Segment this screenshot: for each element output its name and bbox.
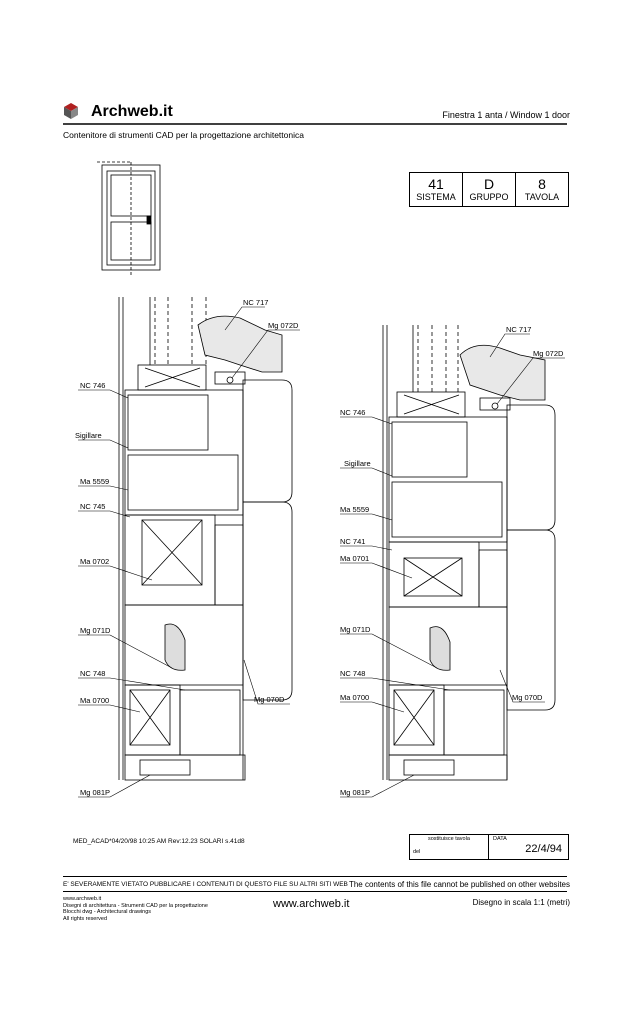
left-label-nc717: NC 717 xyxy=(243,298,269,307)
sistema-value: 41 xyxy=(428,176,444,192)
site-title: Archweb.it xyxy=(91,103,173,120)
table-cell-tavola: 8 TAVOLA xyxy=(515,173,568,206)
right-label-nc717: NC 717 xyxy=(506,325,532,334)
left-label-ma0700: Ma 0700 xyxy=(80,696,110,705)
header-subtitle: Contenitore di strumenti CAD per la prog… xyxy=(63,130,304,140)
del-label: del xyxy=(413,849,421,855)
data-label: DATA xyxy=(493,836,507,842)
section-left xyxy=(118,297,293,781)
right-label-mg081p: Mg 081P xyxy=(340,788,371,797)
left-label-sigillare: Sigillare xyxy=(75,431,102,440)
left-label-mg071d: Mg 071D xyxy=(80,626,111,635)
warning-english: The contents of this file cannot be publ… xyxy=(348,880,570,889)
archweb-logo xyxy=(64,103,78,119)
footer-rule-bottom xyxy=(63,891,567,892)
tavola-label: TAVOLA xyxy=(524,192,560,202)
right-label-nc748: NC 748 xyxy=(340,669,366,678)
footer-rule-top xyxy=(63,876,567,877)
gruppo-value: D xyxy=(483,176,495,192)
right-label-mg070d: Mg 070D xyxy=(512,693,543,702)
left-label-ma5559: Ma 5559 xyxy=(80,477,110,486)
leaders-right xyxy=(340,333,565,798)
footer-line-2: Disegni di architettura - Strumenti CAD … xyxy=(63,902,208,909)
right-label-mg071d: Mg 071D xyxy=(340,625,371,634)
leaders-left xyxy=(78,306,300,798)
left-label-mg081p: Mg 081P xyxy=(80,788,111,797)
replace-box: sostituisce tavola del DATA 22/4/94 xyxy=(409,834,569,860)
footer-scale: Disegno in scala 1:1 (metri) xyxy=(472,898,570,907)
left-label-mg070d: Mg 070D xyxy=(254,695,285,704)
footer-line-3: Blocchi dwg - Architectural drawings xyxy=(63,909,152,915)
window-elevation xyxy=(97,161,161,275)
right-label-ma5559: Ma 5559 xyxy=(340,505,370,514)
right-label-ma0701: Ma 0701 xyxy=(340,554,370,563)
footer-site-link[interactable]: www.archweb.it xyxy=(273,898,350,910)
table-cell-gruppo: D GRUPPO xyxy=(462,173,515,206)
drawing-title: Finestra 1 anta / Window 1 door xyxy=(442,110,570,120)
section-right xyxy=(382,325,556,781)
gruppo-label: GRUPPO xyxy=(469,192,509,202)
tavola-value: 8 xyxy=(538,176,546,192)
left-label-mg072d: Mg 072D xyxy=(268,321,299,330)
left-label-ma0702: Ma 0702 xyxy=(80,557,110,566)
replace-label: sostituisce tavola xyxy=(428,836,470,842)
footer-line-1: www.archweb.it xyxy=(63,896,102,902)
info-table: 41 SISTEMA D GRUPPO 8 TAVOLA xyxy=(409,172,569,207)
file-meta: MED_ACAD*04/20/98 10:25 AM Rev:12.23 SOL… xyxy=(73,838,245,845)
sistema-label: SISTEMA xyxy=(416,192,456,202)
warning-italian: E' SEVERAMENTE VIETATO PUBBLICARE I CONT… xyxy=(63,881,348,888)
date-value: 22/4/94 xyxy=(525,843,562,855)
right-label-nc741: NC 741 xyxy=(340,537,366,546)
right-label-mg072d: Mg 072D xyxy=(533,349,564,358)
right-label-nc746: NC 746 xyxy=(340,408,366,417)
footer-credits: www.archweb.it Disegni di architettura -… xyxy=(63,896,263,922)
left-label-nc746: NC 746 xyxy=(80,381,106,390)
left-label-nc745: NC 745 xyxy=(80,502,106,511)
right-label-ma0700: Ma 0700 xyxy=(340,693,370,702)
table-cell-sistema: 41 SISTEMA xyxy=(410,173,462,206)
left-label-nc748: NC 748 xyxy=(80,669,106,678)
right-label-sigillare: Sigillare xyxy=(344,459,371,468)
footer-line-4: All rights reserved xyxy=(63,915,108,922)
